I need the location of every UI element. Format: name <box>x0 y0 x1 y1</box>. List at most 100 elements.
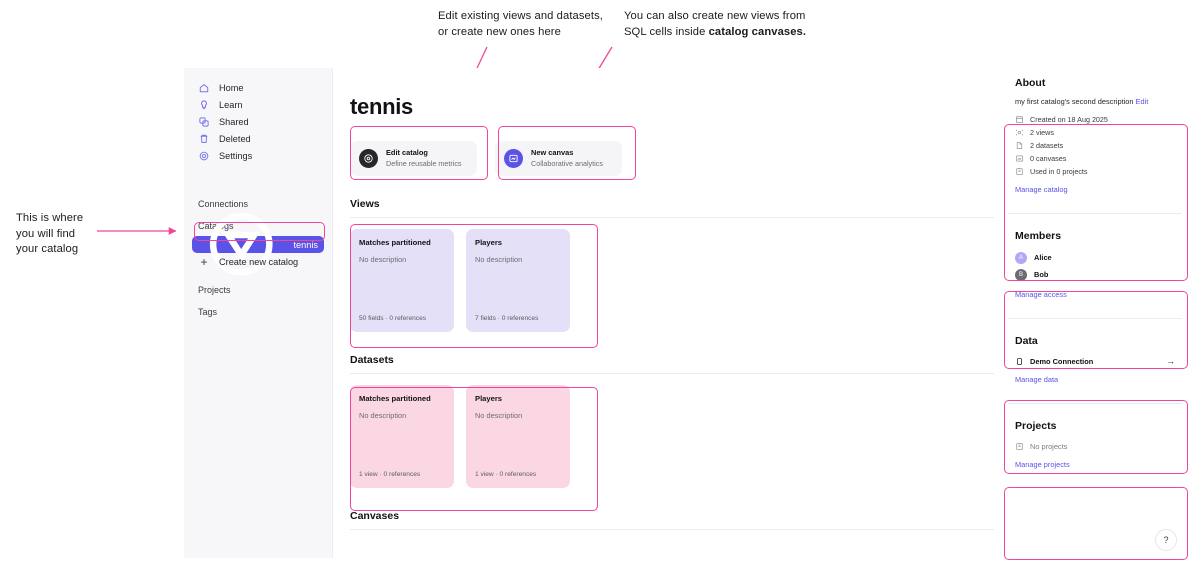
sidebar-item-label: Shared <box>219 116 249 127</box>
annotation-new-views-sql-bold: catalog canvases. <box>708 25 807 38</box>
card-title: Matches partitioned <box>359 394 431 403</box>
right-rail: About my first catalog's second descript… <box>994 68 1194 558</box>
section-heading-datasets: Datasets <box>350 354 394 366</box>
database-icon <box>1017 357 1022 365</box>
main-content: tennis Edit catalog Define reusable metr… <box>332 68 994 558</box>
calendar-icon <box>1016 116 1023 123</box>
views-icon <box>1016 129 1023 136</box>
card-title: Matches partitioned <box>359 238 431 247</box>
help-button[interactable]: ? <box>1155 529 1177 551</box>
annotation-find-catalog: This is where you will find your catalog <box>16 212 84 255</box>
card-description: No description <box>475 255 523 264</box>
view-card[interactable]: Players No description 7 fields · 0 refe… <box>466 229 570 332</box>
sidebar-item-settings[interactable]: Settings <box>192 147 324 164</box>
home-icon <box>199 83 209 92</box>
manage-projects-link[interactable]: Manage projects <box>1015 460 1070 469</box>
card-footer: 50 fields · 0 references <box>359 315 427 322</box>
manage-access-link[interactable]: Manage access <box>1015 290 1067 299</box>
projects-heading: Projects <box>1015 420 1057 432</box>
about-meta-datasets: 2 datasets <box>1015 139 1175 152</box>
edit-catalog-card[interactable]: Edit catalog Define reusable metrics <box>350 141 477 176</box>
data-connection-row[interactable]: Demo Connection → <box>1015 354 1175 368</box>
action-subtitle: Collaborative analytics <box>531 159 603 168</box>
card-description: No description <box>359 255 407 264</box>
catalog-icon <box>359 149 378 168</box>
create-new-catalog-button[interactable]: + Create new catalog <box>192 253 324 270</box>
sidebar-item-catalog-tennis[interactable]: tennis <box>192 213 324 276</box>
sidebar-item-label: Deleted <box>219 133 251 144</box>
sidebar-item-label: Settings <box>219 150 253 161</box>
avatar: B <box>1015 268 1027 281</box>
card-footer: 1 view · 0 references <box>475 471 537 478</box>
sidebar-item-label: Home <box>219 82 244 93</box>
page-title: tennis <box>350 94 413 119</box>
sidebar-catalog-label: tennis <box>293 239 318 250</box>
about-heading: About <box>1015 77 1046 89</box>
plus-icon: + <box>200 254 208 269</box>
sidebar-item-deleted[interactable]: Deleted <box>192 130 324 147</box>
members-panel: Members A Alice B Bob Manage access <box>1004 221 1186 311</box>
sidebar-section-projects[interactable]: Projects <box>198 284 231 295</box>
annotation-edit-views: Edit existing views and datasets, or cre… <box>438 10 603 38</box>
card-title: Players <box>475 238 503 247</box>
sidebar-section-tags[interactable]: Tags <box>198 306 218 317</box>
trash-icon <box>200 134 208 143</box>
member-name: Alice <box>1034 253 1052 262</box>
section-rule <box>350 373 994 374</box>
gear-icon <box>199 151 209 160</box>
sidebar-item-home[interactable]: Home <box>192 79 324 96</box>
action-title: Edit catalog <box>386 148 428 157</box>
card-title: Players <box>475 394 503 403</box>
app-window: Home Learn Shared Deleted Settings Conne… <box>184 68 1194 558</box>
about-meta-label: 2 views <box>1030 128 1054 137</box>
sidebar-item-label: Learn <box>219 99 243 110</box>
manage-catalog-link[interactable]: Manage catalog <box>1015 185 1068 194</box>
avatar: A <box>1015 251 1027 264</box>
dataset-icon <box>1016 142 1023 150</box>
member-row[interactable]: A Alice <box>1015 249 1175 266</box>
annotation-new-views-sql-text: You can also create new views from SQL c… <box>624 10 806 38</box>
catalog-icon <box>209 213 273 276</box>
about-meta-created: Created on 18 Aug 2025 <box>1015 113 1175 126</box>
sidebar-item-shared[interactable]: Shared <box>192 113 324 130</box>
dataset-card[interactable]: Players No description 1 view · 0 refere… <box>466 385 570 488</box>
data-panel: Data Demo Connection → Manage data <box>1004 326 1186 396</box>
about-panel: About my first catalog's second descript… <box>1004 68 1186 206</box>
dataset-card[interactable]: Matches partitioned No description 1 vie… <box>350 385 454 488</box>
manage-data-link[interactable]: Manage data <box>1015 375 1059 384</box>
edit-description-link[interactable]: Edit <box>1135 97 1149 106</box>
projects-panel: Projects No projects Manage projects <box>1004 411 1186 481</box>
sidebar-item-learn[interactable]: Learn <box>192 96 324 113</box>
data-connection-name: Demo Connection <box>1030 356 1094 366</box>
about-meta-label: 2 datasets <box>1030 141 1064 150</box>
sidebar-section-connections[interactable]: Connections <box>198 198 249 209</box>
action-subtitle: Define reusable metrics <box>386 159 462 168</box>
about-meta-label: Used in 0 projects <box>1030 167 1088 176</box>
rail-divider <box>1008 318 1182 319</box>
canvas-icon <box>504 149 523 168</box>
sidebar-section-catalogs[interactable]: Catalogs <box>198 220 234 231</box>
card-description: No description <box>475 411 523 420</box>
about-description: my first catalog's second description Ed… <box>1015 96 1175 107</box>
annotation-new-views-sql: You can also create new views from SQL c… <box>624 9 824 40</box>
view-card[interactable]: Matches partitioned No description 50 fi… <box>350 229 454 332</box>
card-description: No description <box>359 411 407 420</box>
rail-divider <box>1008 403 1182 404</box>
views-card-row: Matches partitioned No description 50 fi… <box>350 229 994 332</box>
lightbulb-icon <box>201 99 207 109</box>
canvas-icon <box>1015 155 1024 162</box>
data-heading: Data <box>1015 335 1038 347</box>
new-canvas-card[interactable]: New canvas Collaborative analytics <box>495 141 622 176</box>
datasets-card-row: Matches partitioned No description 1 vie… <box>350 385 994 488</box>
section-rule <box>350 529 994 530</box>
project-icon <box>1016 168 1023 175</box>
member-row[interactable]: B Bob <box>1015 266 1175 283</box>
section-rule <box>350 217 994 218</box>
project-icon <box>1016 442 1023 450</box>
about-meta-views: 2 views <box>1015 126 1175 139</box>
section-heading-canvases: Canvases <box>350 510 400 522</box>
action-cards: Edit catalog Define reusable metrics New… <box>350 141 994 176</box>
card-footer: 7 fields · 0 references <box>475 315 539 322</box>
action-title: New canvas <box>531 148 574 157</box>
about-meta-label: Created on 18 Aug 2025 <box>1030 115 1108 124</box>
